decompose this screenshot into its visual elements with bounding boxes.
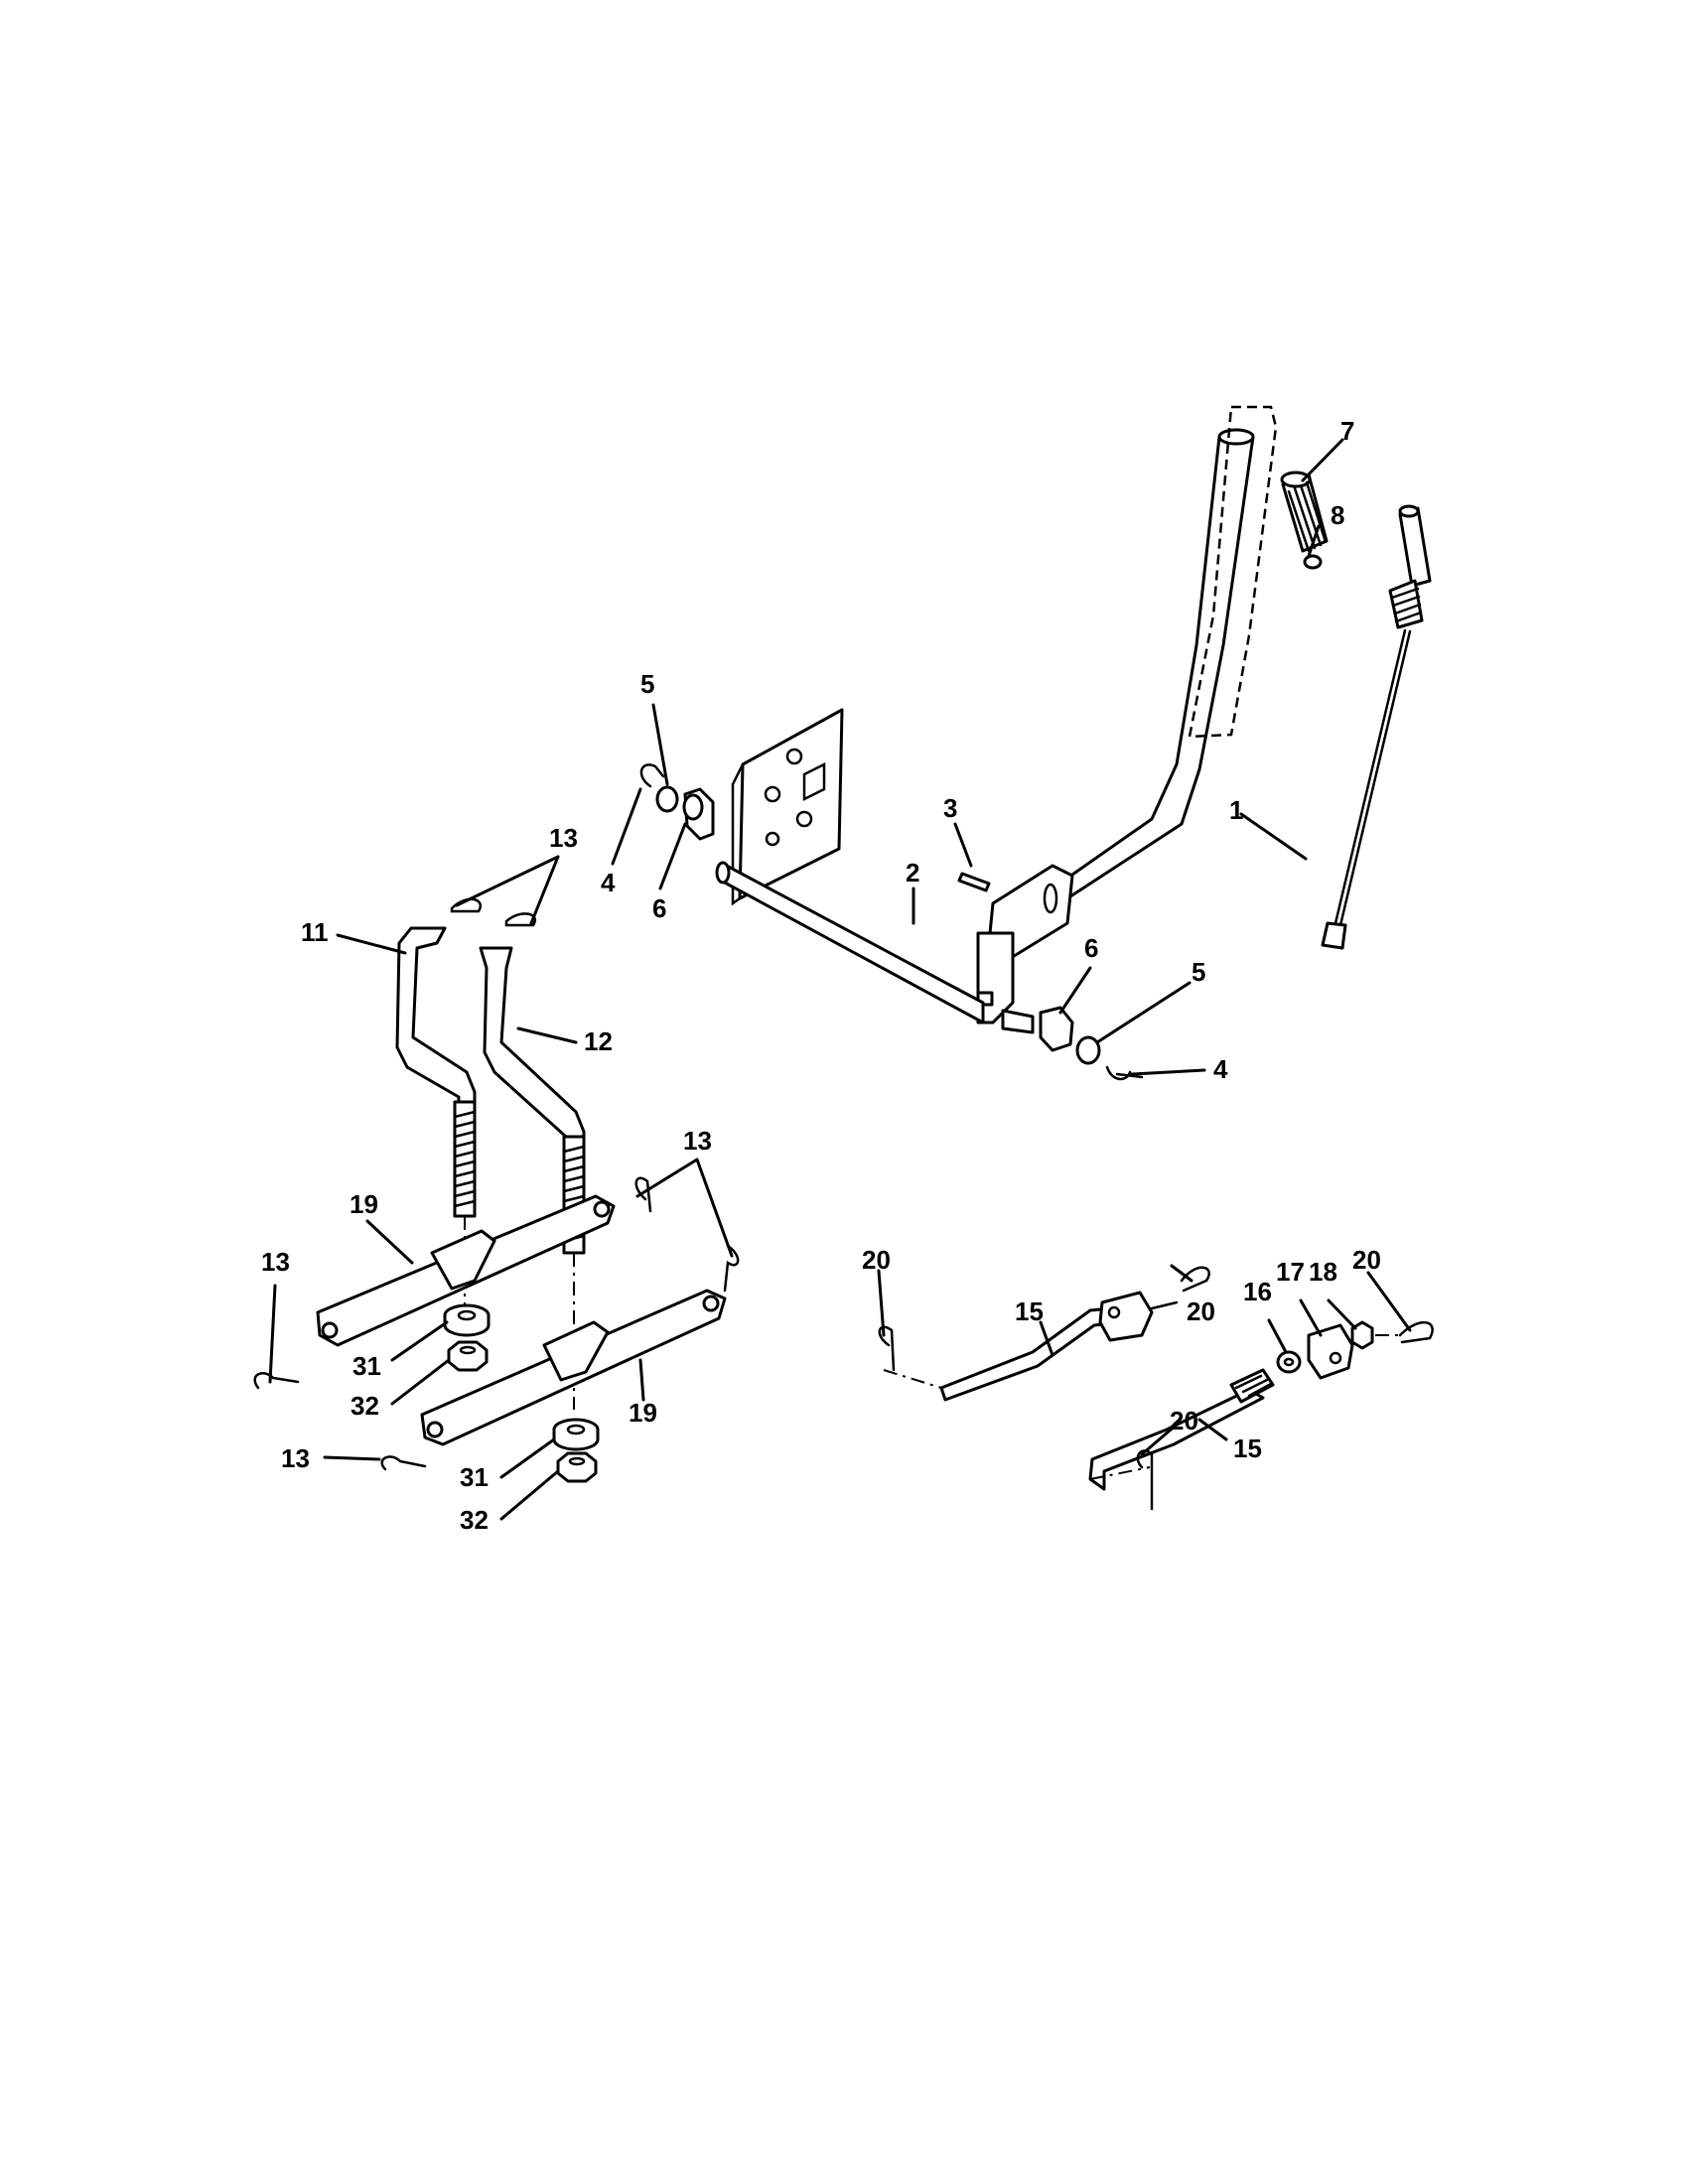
callout-6-right: 6 (1084, 933, 1098, 963)
callout-13-top: 13 (549, 823, 578, 853)
adjustment-rod-lower (1088, 1368, 1275, 1491)
callout-20-upper: 20 (1187, 1297, 1215, 1326)
callout-31-upper: 31 (352, 1351, 381, 1381)
adjustment-rod-upper (939, 1291, 1179, 1402)
mounting-plate (731, 708, 844, 906)
callout-2: 2 (906, 858, 919, 887)
callout-18: 18 (1309, 1257, 1337, 1287)
callout-15-upper: 15 (1015, 1297, 1044, 1326)
callout-15-lower: 15 (1233, 1433, 1262, 1463)
callout-11: 11 (301, 917, 329, 947)
callout-13-mid: 13 (683, 1126, 712, 1156)
lift-link-11 (395, 926, 477, 1218)
callout-labels: 1 2 3 4 4 5 5 6 6 7 8 11 12 13 13 13 13 … (261, 416, 1381, 1535)
callout-leaders (268, 438, 1412, 1521)
callout-1: 1 (1229, 795, 1243, 825)
handle-extension-outline (1188, 405, 1278, 739)
callout-8: 8 (1331, 500, 1344, 530)
callout-4-right: 4 (1213, 1054, 1228, 1084)
callout-19-upper: 19 (350, 1189, 378, 1219)
lift-arm-19-lower (420, 1289, 727, 1446)
callout-4-left: 4 (601, 868, 616, 897)
cross-shaft (715, 861, 1035, 1034)
callout-20-lower: 20 (1170, 1406, 1198, 1435)
washer-trunnion-nut (1276, 1320, 1374, 1380)
callout-31-lower: 31 (460, 1462, 489, 1492)
callout-13-bottom: 13 (281, 1443, 310, 1473)
callout-17: 17 (1276, 1257, 1305, 1287)
lift-handle (976, 428, 1255, 1024)
right-shaft-hardware (1039, 1006, 1144, 1081)
callout-6-left: 6 (652, 893, 666, 923)
lower-rod-alignment (1089, 1466, 1151, 1480)
lift-arm-19-upper (316, 1194, 616, 1347)
callout-20-right: 20 (1352, 1245, 1381, 1275)
upper-rod-alignment (883, 1369, 942, 1389)
callout-5-right: 5 (1192, 957, 1205, 987)
bushings-and-nuts (443, 1303, 600, 1483)
push-rod-cable (1321, 504, 1432, 950)
left-shaft-hardware (639, 763, 715, 841)
hairpin-clips-lower (253, 1176, 740, 1471)
callout-20-left: 20 (862, 1245, 891, 1275)
callout-16: 16 (1243, 1277, 1272, 1306)
cotter-pins (878, 1266, 1434, 1511)
callout-32-upper: 32 (351, 1391, 379, 1421)
callout-19-lower: 19 (629, 1398, 657, 1428)
callout-13-left: 13 (261, 1247, 290, 1277)
grip-cap (1303, 554, 1323, 570)
callout-7: 7 (1340, 416, 1354, 446)
handle-grip (1280, 471, 1329, 570)
callout-12: 12 (584, 1026, 613, 1056)
roll-pin (957, 872, 991, 892)
callout-32-lower: 32 (460, 1505, 489, 1535)
callout-3: 3 (943, 793, 957, 823)
callout-5-left: 5 (640, 669, 654, 699)
